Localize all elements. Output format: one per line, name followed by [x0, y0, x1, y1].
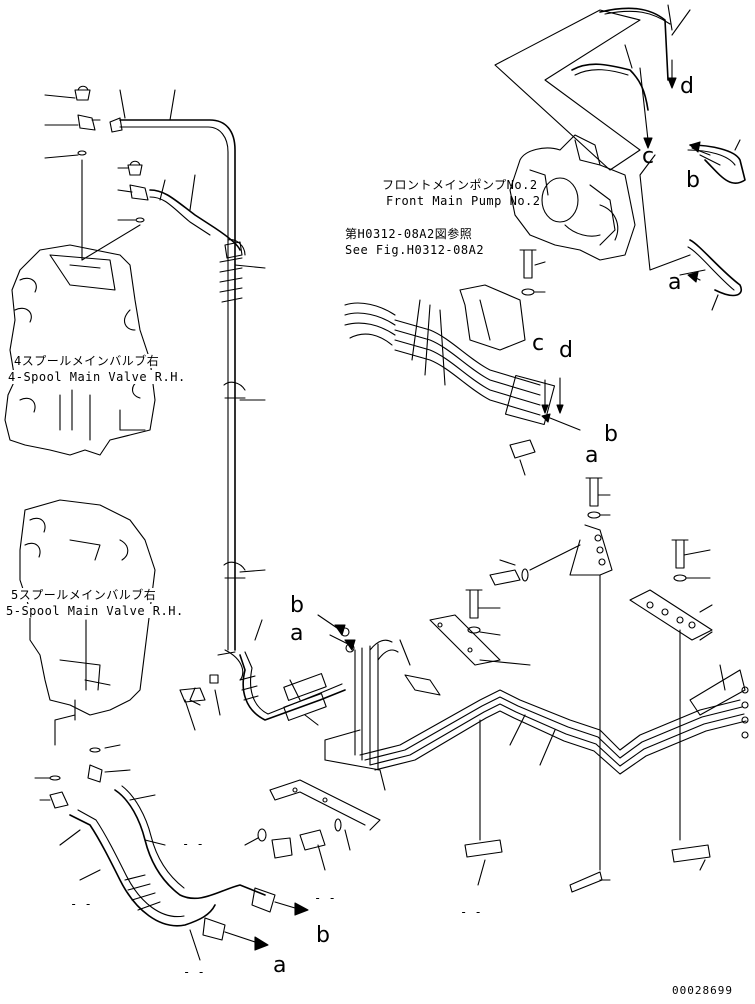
center-hose-assembly — [179, 614, 399, 731]
four-spool-valve-label-en: 4-Spool Main Valve R.H. — [8, 370, 186, 384]
dash-mark: - - — [183, 965, 205, 979]
mark-b-bottom: b — [316, 923, 330, 948]
main-tube-run — [324, 629, 747, 886]
see-fig-label-en: See Fig.H0312-08A2 — [345, 243, 485, 257]
mark-d-mid: d — [559, 338, 573, 363]
four-spool-valve-label-jp: 4スプールメインバルブ右 — [14, 354, 160, 368]
lower-left-bracket — [244, 779, 381, 871]
right-bracket — [629, 539, 749, 739]
vertical-pipe — [109, 117, 266, 681]
front-pump-label-jp: フロントメインポンプNo.2 — [382, 178, 538, 192]
front-main-pump — [509, 134, 636, 261]
mark-d-top: d — [680, 74, 694, 99]
mark-b-mid: b — [604, 422, 618, 447]
tube-bundle-upper — [344, 249, 581, 476]
five-spool-valve — [19, 499, 156, 746]
document-number: 00028699 — [672, 984, 733, 997]
pump-hose-group — [494, 4, 746, 311]
dash-mark: - - — [314, 891, 336, 905]
see-fig-label-jp: 第H0312-08A2図参照 — [345, 227, 473, 241]
five-spool-valve-label-jp: 5スプールメインバルブ右 — [11, 588, 157, 602]
mark-a-bottom: a — [273, 953, 287, 978]
five-spool-valve-label-en: 5-Spool Main Valve R.H. — [6, 604, 184, 618]
upper-left-fittings — [44, 85, 241, 261]
dash-mark: - - — [70, 897, 92, 911]
mark-b-left: b — [290, 593, 304, 618]
mark-c-top: c — [642, 144, 655, 169]
leader-lines — [71, 154, 721, 691]
middle-bracket-plate — [399, 589, 531, 696]
mark-a-top: a — [668, 270, 682, 295]
mark-b-top: b — [686, 168, 700, 193]
dash-mark: - - — [182, 837, 204, 851]
front-pump-label-en: Front Main Pump No.2 — [386, 194, 541, 208]
dash-mark: - - — [460, 905, 482, 919]
four-spool-valve — [4, 244, 156, 456]
mark-a-mid: a — [585, 443, 599, 468]
bottom-hose-assembly — [34, 744, 309, 961]
mark-a-left: a — [290, 621, 304, 646]
mark-c-mid: c — [532, 331, 545, 356]
center-bracket — [489, 477, 613, 893]
